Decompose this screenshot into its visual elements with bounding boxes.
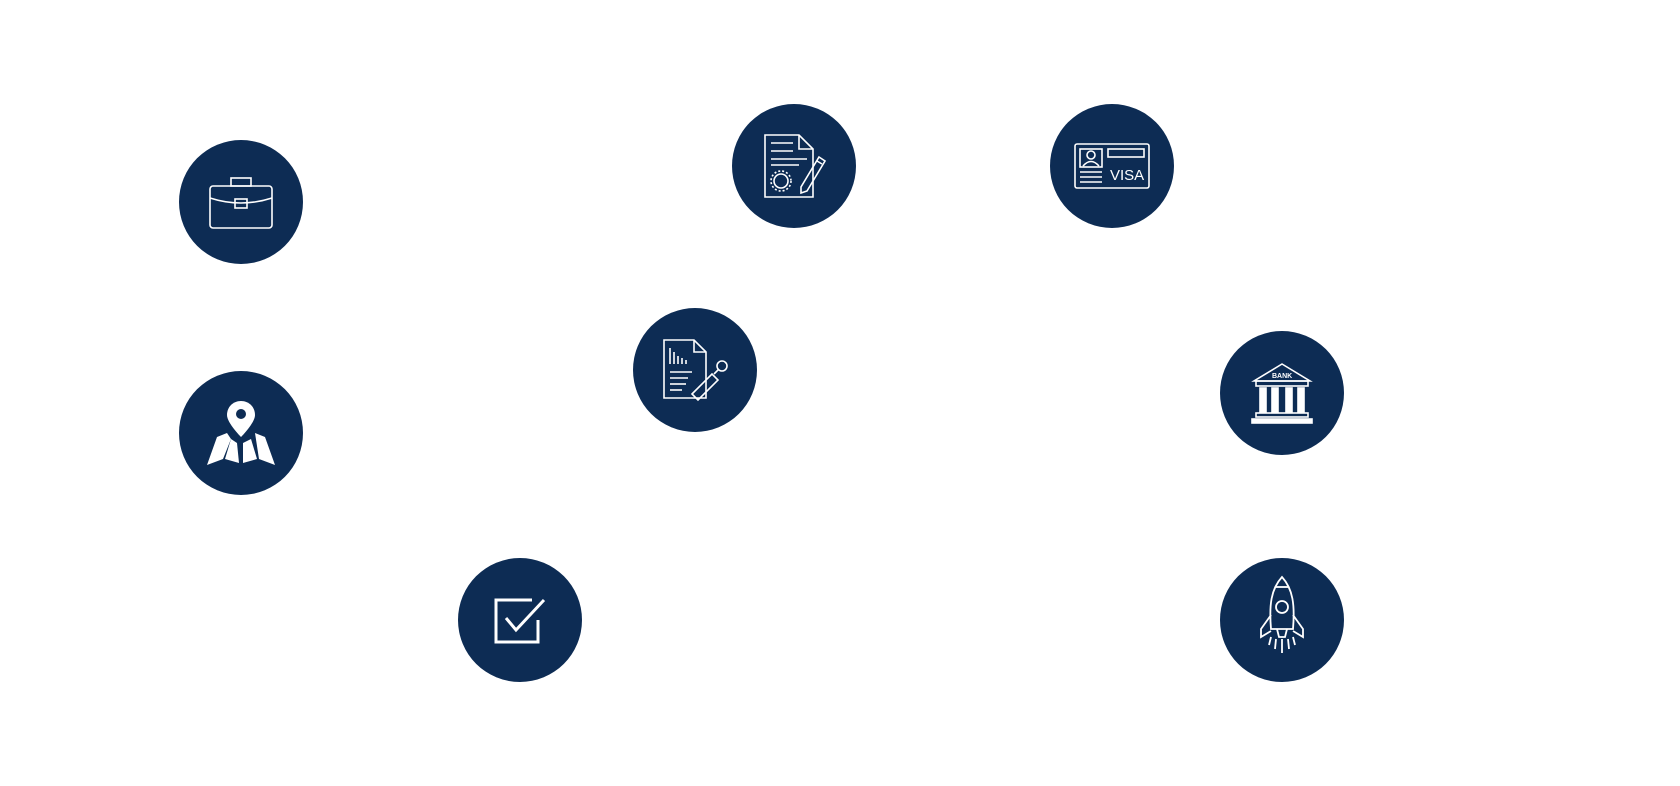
bank-circle: BANK [1220, 331, 1344, 455]
location-circle [179, 371, 303, 495]
business-circle [179, 140, 303, 264]
bank-icon-text: BANK [1272, 373, 1292, 380]
check-circle [458, 558, 582, 682]
bank-icon: BANK [1251, 363, 1313, 424]
rocket-icon [1260, 575, 1304, 653]
license-circle [732, 104, 856, 228]
visa-circle: VISA [1050, 104, 1174, 228]
report-circle [633, 308, 757, 432]
visa-card-icon: VISA [1074, 143, 1150, 189]
license-certificate-icon [764, 134, 827, 198]
launch-circle [1220, 558, 1344, 682]
briefcase-icon [209, 177, 273, 229]
checkbox-checked-icon [494, 598, 546, 644]
map-location-icon [207, 401, 275, 465]
signed-report-icon [663, 339, 728, 402]
visa-card-text: VISA [1110, 167, 1144, 184]
